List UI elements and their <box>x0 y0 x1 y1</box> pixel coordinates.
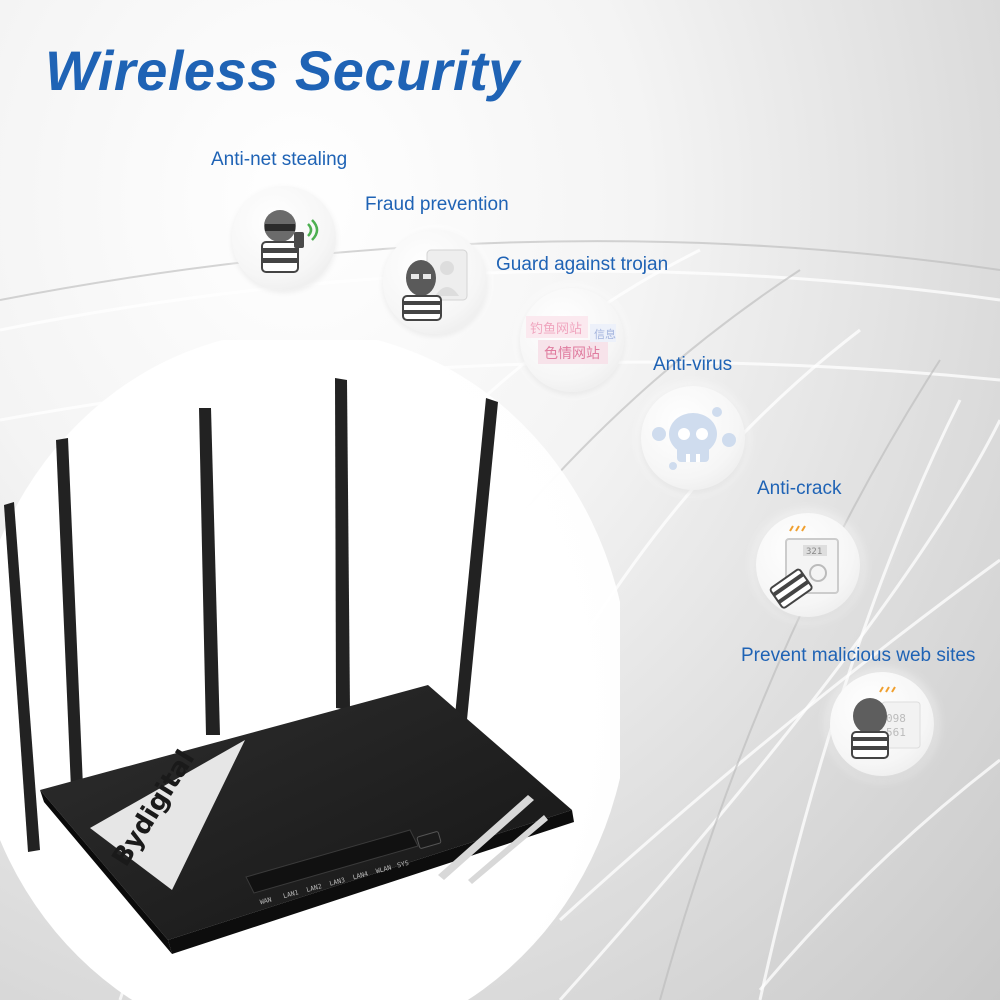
router-side-edge <box>40 790 172 954</box>
antenna-1 <box>4 502 40 852</box>
phishing-text-3: 信息 <box>594 327 616 341</box>
thief-phone-icon <box>232 186 336 290</box>
hacker-screen-icon: 098 561 <box>830 672 934 776</box>
port-label-lan3: LAN3 <box>329 876 346 888</box>
router-photo: Bydigital WAN LAN1 LAN2 LAN3 LAN4 WLAN S… <box>0 340 620 1000</box>
antenna-4 <box>335 378 350 710</box>
feature-label-prevent-malicious-web-sites: Prevent malicious web sites <box>741 645 976 666</box>
port-label-wlan: WLAN <box>375 863 392 875</box>
safe-code-text: 321 <box>806 547 822 557</box>
port-label-lan4: LAN4 <box>352 870 369 882</box>
antenna-2 <box>56 438 84 812</box>
feature-label-anti-virus: Anti-virus <box>653 354 733 375</box>
feature-label-fraud-prevention: Fraud prevention <box>365 194 509 215</box>
safe-lock-icon: 321 <box>756 513 860 617</box>
phishing-text-2: 色情网站 <box>544 345 600 362</box>
skull-virus-icon <box>641 386 745 490</box>
feature-label-anti-crack: Anti-crack <box>757 478 842 499</box>
screen-text-2: 561 <box>886 726 906 739</box>
indicator-panel <box>245 829 419 894</box>
wps-button <box>416 831 442 849</box>
antenna-3 <box>199 408 220 735</box>
decor-line-1 <box>438 795 534 880</box>
masked-thief-icon <box>383 230 487 334</box>
feature-label-anti-net-stealing: Anti-net stealing <box>211 149 348 170</box>
port-label-lan1: LAN1 <box>282 888 299 900</box>
screen-text-1: 098 <box>886 712 906 725</box>
brand-stripe <box>90 740 245 890</box>
phishing-text-1: 钓鱼网站 <box>530 321 582 337</box>
feature-label-guard-against-trojan: Guard against trojan <box>496 254 669 275</box>
port-label-sys: SYS <box>396 859 409 870</box>
antennas <box>4 378 498 852</box>
decor-line-2 <box>468 815 548 884</box>
antenna-5 <box>454 398 498 730</box>
phishing-site-icon: 钓鱼网站 色情网站 信息 <box>520 288 624 392</box>
port-label-wan: WAN <box>259 896 272 907</box>
port-label-lan2: LAN2 <box>305 882 322 894</box>
page-title: Wireless Security <box>45 39 520 102</box>
